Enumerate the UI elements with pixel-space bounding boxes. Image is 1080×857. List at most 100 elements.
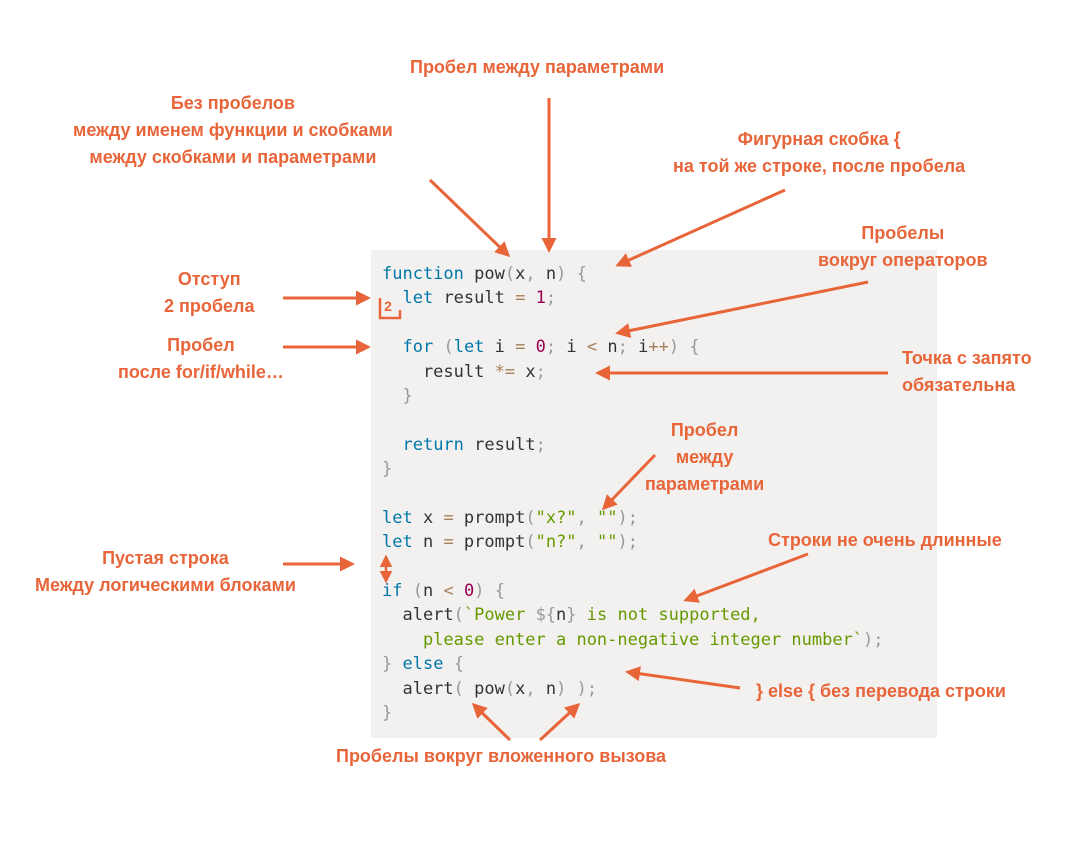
code-token: 0 — [535, 337, 546, 358]
code-token: let — [382, 507, 413, 528]
code-token: n — [535, 264, 557, 284]
code-block: function pow(x, n) { let result = 1; for… — [382, 262, 884, 725]
code-token: ); — [617, 532, 639, 553]
code-token: prompt — [453, 507, 526, 528]
annotation-empty-line: Пустая строка Между логическими блоками — [35, 548, 296, 595]
code-line: alert(`Power ${n} is not supported, — [382, 603, 884, 627]
annotation-semicolon: Точка с запято обязательна — [902, 348, 1032, 395]
code-token: { — [689, 337, 700, 358]
code-token: ( — [453, 605, 464, 626]
code-token: "" — [597, 532, 618, 553]
arrow-else — [625, 666, 741, 690]
code-token: n — [556, 605, 567, 626]
annotation-no-spaces: Без пробелов между именем функции и скоб… — [73, 93, 393, 167]
code-token: n — [597, 337, 618, 358]
arrow-no-spaces — [428, 178, 511, 258]
code-token: `Power — [463, 605, 536, 626]
code-token: result — [463, 434, 536, 455]
code-token: ; — [617, 337, 628, 358]
arrow-operators — [615, 280, 869, 338]
code-token: } — [382, 654, 393, 675]
code-token: let — [382, 532, 413, 553]
code-token: x — [515, 361, 536, 382]
code-token: } — [402, 385, 413, 406]
code-line: result *= x; — [382, 360, 884, 384]
code-token: ( — [525, 532, 536, 553]
annotation-short-lines: Строки не очень длинные — [768, 530, 1002, 550]
code-line: } — [382, 701, 884, 725]
code-token: i — [627, 337, 649, 358]
code-token: i — [484, 337, 516, 358]
code-token: ( — [525, 507, 536, 528]
code-token: "" — [597, 507, 618, 528]
arrow-nested-right — [538, 702, 581, 742]
code-token: ; — [545, 288, 557, 309]
code-token: x — [412, 507, 444, 528]
arrow-nested-left — [471, 702, 512, 742]
code-token: < — [586, 337, 598, 358]
code-token: n — [412, 532, 444, 553]
code-token: n — [422, 581, 444, 602]
code-token: for — [402, 337, 434, 358]
annotation-operator-spaces: Пробелы вокруг операторов — [818, 223, 988, 270]
annotation-space-after-for: Пробел после for/if/while… — [118, 335, 284, 382]
code-token: ) — [474, 581, 485, 602]
code-panel — [371, 250, 937, 738]
code-line: } — [382, 457, 884, 481]
code-token: , — [525, 264, 536, 284]
code-token: = — [515, 337, 526, 358]
code-token: x — [515, 678, 526, 699]
code-line: if (n < 0) { — [382, 579, 884, 603]
code-token: ( — [504, 678, 516, 699]
code-token: , — [576, 532, 587, 553]
code-token: ( — [412, 581, 423, 602]
code-token: please enter a non-negative integer numb… — [382, 629, 864, 650]
code-token: ( — [453, 678, 464, 699]
code-token: alert — [382, 605, 454, 626]
code-token: pow — [463, 264, 505, 284]
code-token: } — [382, 459, 393, 480]
code-token: result — [382, 361, 495, 382]
code-token: ( — [504, 264, 516, 284]
code-token: *= — [494, 361, 516, 382]
code-token: 1 — [535, 288, 546, 309]
code-token: is not supported, — [576, 605, 761, 626]
annotation-indent: Отступ 2 пробела — [164, 269, 255, 316]
code-token: "n?" — [535, 532, 577, 553]
code-token: ++ — [648, 337, 669, 358]
code-token: { — [453, 654, 464, 675]
code-token: ; — [545, 337, 557, 358]
code-token: ${ — [535, 605, 557, 626]
code-token: return — [402, 434, 464, 455]
code-token: = — [443, 507, 454, 528]
code-token: = — [515, 288, 526, 309]
annotation-args-spaces: Пробел между параметрами — [645, 420, 765, 494]
code-token: x — [515, 264, 526, 284]
arrow-args — [601, 453, 657, 511]
code-line: let result = 1; — [382, 286, 884, 310]
code-token: prompt — [453, 532, 526, 553]
indent-marker: 2 — [384, 298, 392, 314]
code-token: i — [556, 337, 587, 358]
code-line: for (let i = 0; i < n; i++) { — [382, 335, 884, 359]
code-line: } — [382, 384, 884, 408]
code-token: ; — [535, 361, 546, 382]
code-token: result — [433, 288, 516, 309]
code-token: else — [402, 654, 444, 675]
code-token: } — [566, 605, 577, 626]
code-token: let — [402, 288, 434, 309]
annotation-spaces-between-params: Пробел между параметрами — [410, 57, 665, 77]
code-token: pow — [463, 678, 505, 699]
code-token: ( — [443, 337, 454, 358]
arrow-long-lines — [683, 552, 809, 603]
code-token: ); — [863, 629, 884, 650]
annotation-nested-call: Пробелы вокруг вложенного вызова — [336, 746, 667, 766]
arrow-curly — [615, 188, 786, 267]
code-token: ); — [617, 507, 639, 528]
code-token: ); — [576, 678, 598, 699]
code-token: let — [453, 337, 485, 358]
code-token: { — [494, 581, 505, 602]
annotation-else-same-line: } else { без перевода строки — [756, 681, 1006, 701]
code-token: { — [576, 264, 587, 284]
